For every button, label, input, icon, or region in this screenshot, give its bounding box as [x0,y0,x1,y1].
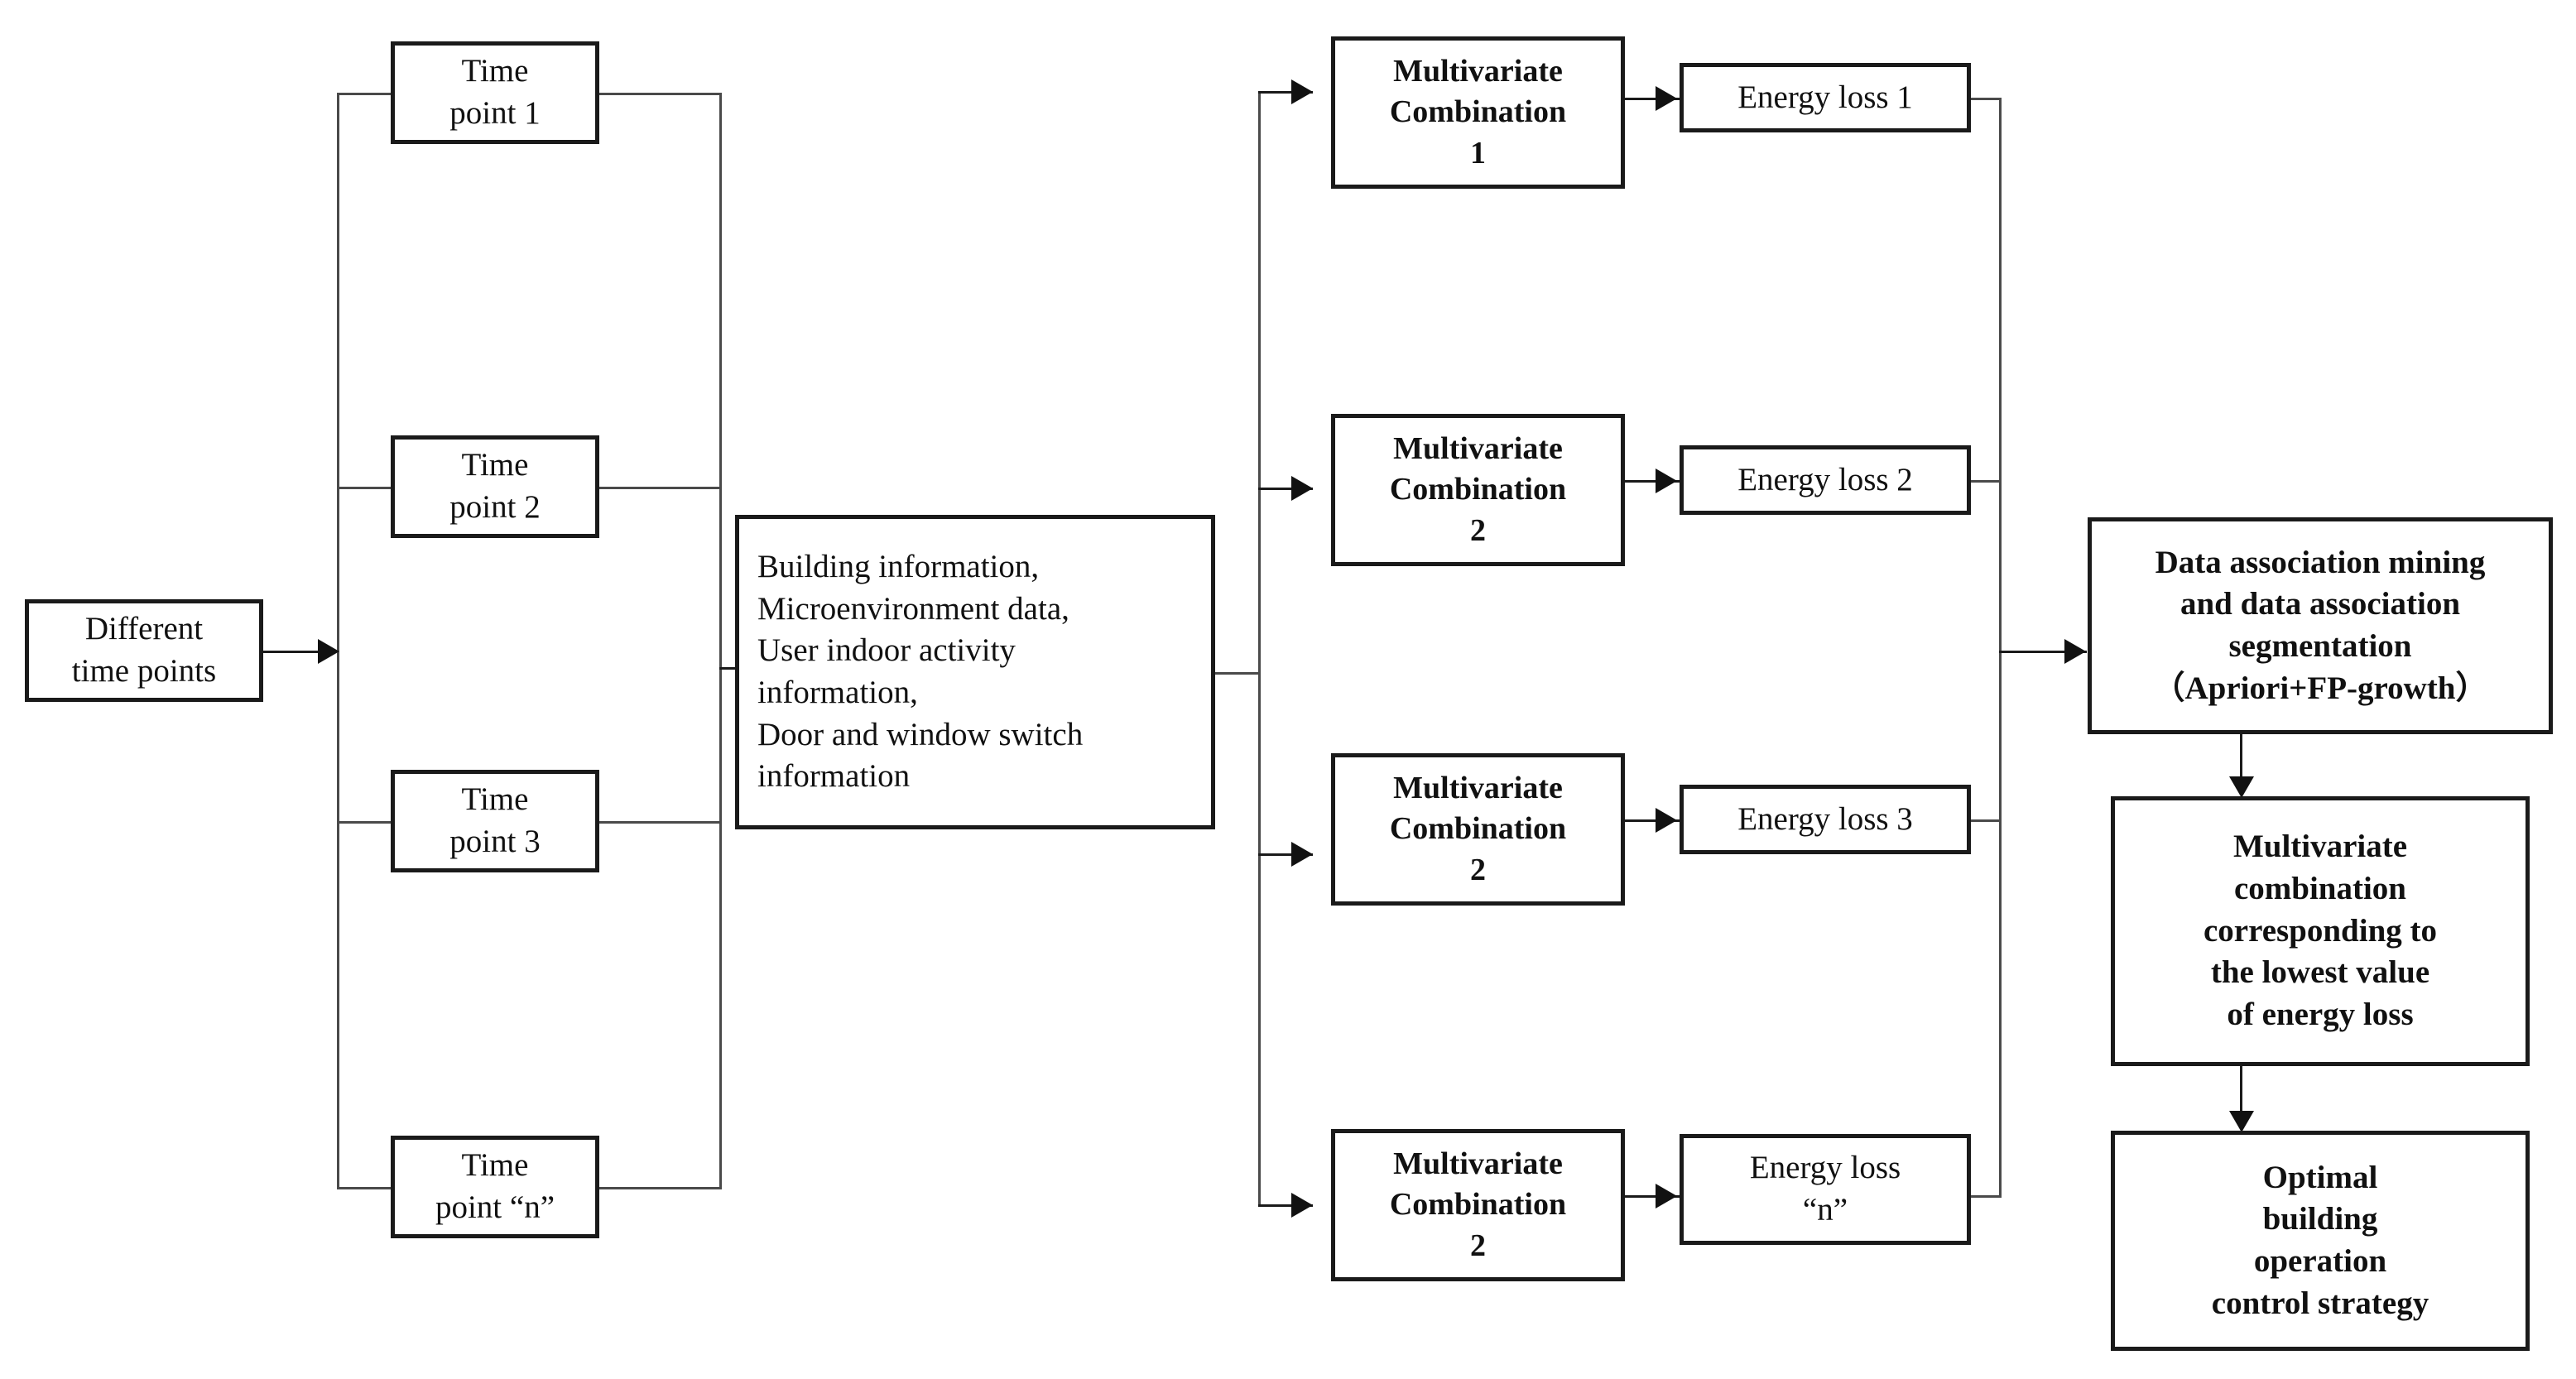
connector-combination-n-to-loss-n [1625,1195,1680,1198]
connector-timepoint-n-out [598,1187,722,1189]
node-energy-loss-2-label: Energy loss 2 [1737,461,1913,497]
node-time-point-2[interactable]: Time point 2 [391,435,599,538]
node-energy-loss-2[interactable]: Energy loss 2 [1680,445,1971,515]
connector-timepoint-2-out [598,487,722,489]
node-lowest-energy-combination-label: Multivariate combination corresponding t… [2203,829,2438,1033]
node-data-association-mining-label: Data association mining and data associa… [2152,544,2488,706]
node-time-point-n[interactable]: Time point “n” [391,1136,599,1238]
connector-bus-to-timepoint-2 [337,487,393,489]
node-energy-loss-1-label: Energy loss 1 [1737,79,1913,115]
connector-timepoint-1-out [598,93,722,95]
connector-bus-to-combination-3 [1258,853,1313,856]
node-time-point-n-label: Time point “n” [435,1147,555,1225]
connector-combination-3-to-loss-3 [1625,819,1680,822]
connector-combination-2-to-loss-2 [1625,480,1680,483]
node-data-association-mining[interactable]: Data association mining and data associa… [2088,517,2553,734]
node-multivariate-combination-n[interactable]: Multivariate Combination 2 [1331,1129,1625,1281]
connector-timepoint-3-out [598,821,722,824]
node-multivariate-combination-n-label: Multivariate Combination 2 [1389,1146,1567,1263]
node-time-point-1[interactable]: Time point 1 [391,41,599,144]
arrowhead-into-combination-1 [1291,79,1313,104]
connector-bus-to-combination-2 [1258,488,1313,490]
node-energy-loss-3[interactable]: Energy loss 3 [1680,785,1971,854]
node-optimal-strategy[interactable]: Optimal building operation control strat… [2111,1131,2530,1351]
arrowhead-into-energy-loss-n [1656,1184,1677,1208]
connector-bus-to-timepoint-1 [337,93,393,95]
node-energy-loss-3-label: Energy loss 3 [1737,800,1913,837]
connector-merge-to-mining [1999,651,2087,653]
node-data-sources[interactable]: Building information, Microenvironment d… [735,515,1215,829]
arrowhead-into-energy-loss-1 [1656,86,1677,111]
arrowhead-into-combination-2 [1291,476,1313,501]
node-time-point-2-label: Time point 2 [449,447,541,525]
node-data-sources-label: Building information, Microenvironment d… [757,548,1084,795]
node-multivariate-combination-1[interactable]: Multivariate Combination 1 [1331,36,1625,189]
node-time-point-3[interactable]: Time point 3 [391,770,599,872]
connector-mining-to-lowest [2240,734,2242,794]
node-multivariate-combination-2[interactable]: Multivariate Combination 2 [1331,414,1625,566]
arrowhead-into-combination-n [1291,1193,1313,1218]
node-multivariate-combination-2-label: Multivariate Combination 2 [1389,430,1567,548]
connector-bus-to-timepoint-3 [337,821,393,824]
connector-different-to-bus [263,651,328,653]
node-different-time-points-label: Different time points [71,611,217,689]
node-multivariate-combination-3[interactable]: Multivariate Combination 2 [1331,753,1625,906]
node-different-time-points[interactable]: Different time points [25,599,263,702]
node-multivariate-combination-1-label: Multivariate Combination 1 [1389,53,1567,171]
connector-energyloss-merge-bus [1999,98,2002,1198]
connector-bus-to-combination-n [1258,1204,1313,1207]
arrowhead-into-combination-3 [1291,842,1313,867]
connector-timepoint-right-bus [719,93,722,1189]
connector-bus-to-timepoint-n [337,1187,393,1189]
node-energy-loss-1[interactable]: Energy loss 1 [1680,63,1971,132]
connector-datasources-out [1214,672,1261,675]
arrowhead-into-mining [2064,639,2086,664]
connector-lowest-to-optimal [2240,1066,2242,1127]
node-time-point-1-label: Time point 1 [449,53,541,131]
node-optimal-strategy-label: Optimal building operation control strat… [2211,1159,2429,1321]
node-multivariate-combination-3-label: Multivariate Combination 2 [1389,770,1567,887]
arrowhead-into-energy-loss-3 [1656,808,1677,833]
arrowhead-into-optimal-strategy [2229,1111,2254,1132]
arrowhead-into-lowest-combination [2229,776,2254,798]
arrowhead-into-timepoint-bus [318,639,339,664]
connector-combination-fanout-bus [1258,91,1261,1204]
node-lowest-energy-combination[interactable]: Multivariate combination corresponding t… [2111,796,2530,1066]
node-energy-loss-n[interactable]: Energy loss “n” [1680,1134,1971,1245]
arrowhead-into-energy-loss-2 [1656,468,1677,493]
connector-combination-1-to-loss-1 [1625,98,1680,100]
node-time-point-3-label: Time point 3 [449,781,541,859]
connector-bus-to-combination-1 [1258,91,1313,94]
node-energy-loss-n-label: Energy loss “n” [1749,1150,1901,1228]
